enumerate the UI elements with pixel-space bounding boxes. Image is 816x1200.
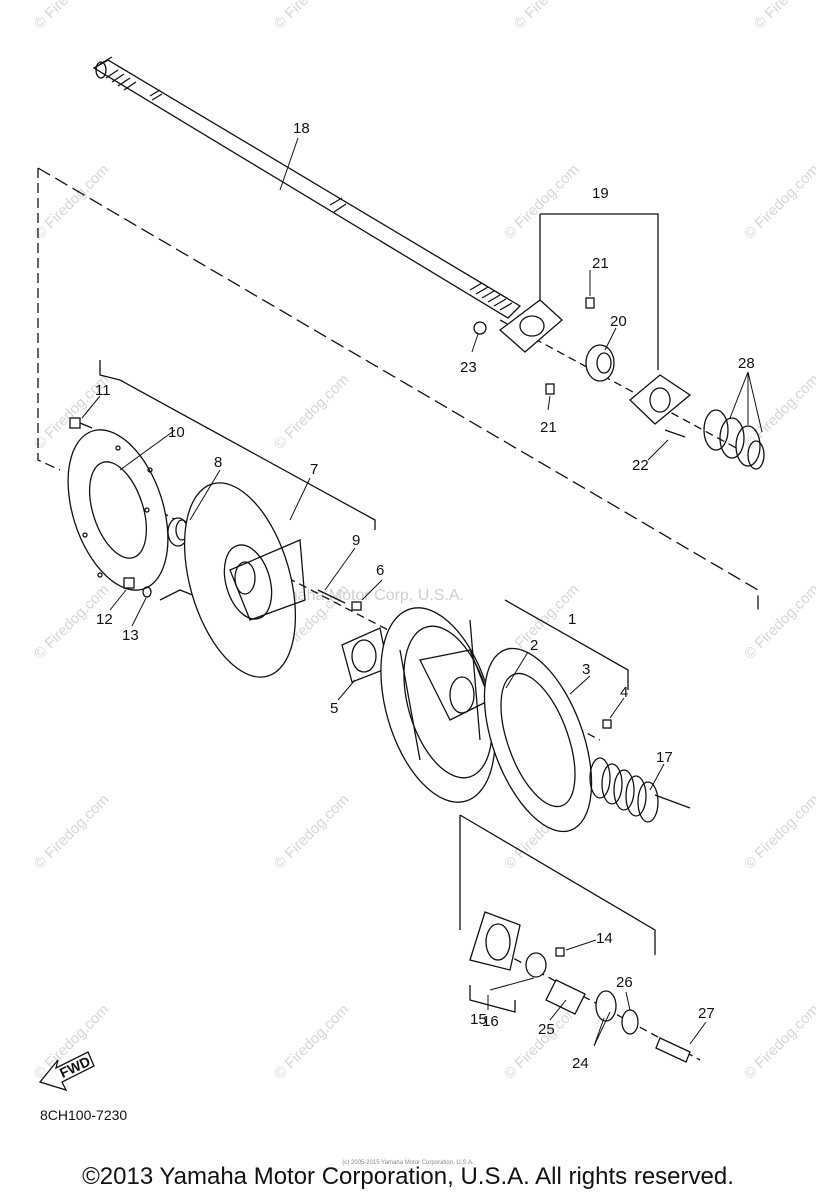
watermark: © Firedog.com: [31, 791, 113, 873]
callout-28: 28: [738, 355, 755, 372]
assembly-box-diagonal: [37, 167, 759, 612]
watermark: © Firedog.com: [751, 0, 816, 33]
callout-16: 16: [482, 1013, 499, 1030]
sheave-1: [380, 607, 496, 803]
callout-21: 21: [592, 255, 609, 272]
collar-21a: [585, 297, 595, 309]
callout-8: 8: [214, 454, 222, 471]
watermark: © Firedog.com: [741, 1001, 816, 1083]
callout-3: 3: [582, 661, 590, 678]
plate-10: [67, 429, 169, 591]
callout-24: 24: [572, 1055, 589, 1072]
bolt-22: [664, 429, 686, 438]
watermark: © Firedog.com: [501, 161, 583, 243]
flange-lower: [629, 374, 692, 425]
callout-21b: 21: [540, 419, 557, 436]
bolt-27: [655, 1037, 691, 1063]
small-copyright-note: (c) 2005-2015 Yamaha Motor Corporation, …: [342, 1160, 474, 1166]
nut-6: [351, 601, 362, 611]
watermark: © Firedog.com: [271, 1001, 353, 1083]
callout-14: 14: [596, 930, 613, 947]
callout-4: 4: [620, 684, 628, 701]
centerline-upper: [499, 319, 741, 451]
watermark: © Firedog.com: [31, 0, 113, 33]
watermark: © Firedog.com: [271, 0, 353, 33]
diagram-code: 8CH100-7230: [40, 1107, 127, 1123]
center-watermark: © Yamaha Motor Corp, U.S.A.: [250, 587, 464, 604]
watermark: © Firedog.com: [741, 581, 816, 663]
watermark: © Firedog.com: [511, 0, 593, 33]
callout-7: 7: [310, 461, 318, 478]
callout-13: 13: [122, 627, 139, 644]
watermark: © Firedog.com: [741, 161, 816, 243]
callout-18: 18: [293, 120, 310, 137]
callout-26: 26: [616, 974, 633, 991]
callout-6: 6: [376, 562, 384, 579]
watermark: © Firedog.com: [271, 371, 353, 453]
nut-14: [555, 947, 565, 957]
copyright-text: ©2013 Yamaha Motor Corporation, U.S.A. A…: [82, 1163, 734, 1190]
callout-17: 17: [656, 749, 673, 766]
leader-lines: [81, 137, 763, 1047]
flange-upper: [498, 299, 563, 353]
callout-2: 2: [530, 637, 538, 654]
assembly-box-left: [37, 168, 61, 471]
washer-24: [595, 990, 617, 1022]
bracket-1: [504, 599, 629, 690]
bracket-15: [469, 985, 516, 1013]
screw-4: [602, 719, 612, 729]
callout-23: 23: [460, 359, 477, 376]
watermark: © Firedog.com: [741, 371, 816, 453]
callout-1: 1: [568, 611, 576, 628]
washer-26: [621, 1009, 639, 1035]
bushing-16: [525, 952, 547, 978]
watermark: © Firedog.com: [741, 791, 816, 873]
callout-19: 19: [592, 185, 609, 202]
bracket-11: [99, 360, 121, 381]
callout-9: 9: [352, 532, 360, 549]
callouts: 18 19 21 20 28 23 21 22 11 10 8 7 9 6 12…: [95, 120, 755, 1072]
spring-17: [589, 757, 691, 823]
watermark: © Firedog.com: [31, 161, 113, 243]
callout-27: 27: [698, 1005, 715, 1022]
collar-21b: [545, 383, 555, 395]
watermark: © Firedog.com: [271, 791, 353, 873]
callout-25: 25: [538, 1021, 555, 1038]
callout-15: 15: [470, 1011, 487, 1028]
bracket-9: [119, 379, 376, 530]
callout-5: 5: [330, 700, 338, 717]
callout-12: 12: [96, 611, 113, 628]
nut-23: [473, 321, 487, 335]
callout-11: 11: [95, 382, 111, 399]
fwd-arrow-icon: [38, 1051, 95, 1092]
bracket-16-24: [459, 814, 656, 955]
cam-15: [469, 911, 521, 971]
spacers-28: [703, 409, 765, 470]
collar-25: [545, 979, 586, 1015]
watermark: © Firedog.com: [501, 1001, 583, 1083]
plate-3: [483, 647, 593, 833]
callout-20: 20: [610, 313, 627, 330]
bolt-12: [123, 577, 152, 598]
shaft-18: [92, 56, 522, 319]
bracket-19: [539, 213, 659, 370]
sheave-7: [183, 482, 306, 678]
callout-10: 10: [168, 424, 185, 441]
bolt-9: [317, 589, 346, 604]
callout-22: 22: [632, 457, 649, 474]
bolt-11: [69, 417, 93, 429]
bearing-20: [585, 344, 615, 382]
